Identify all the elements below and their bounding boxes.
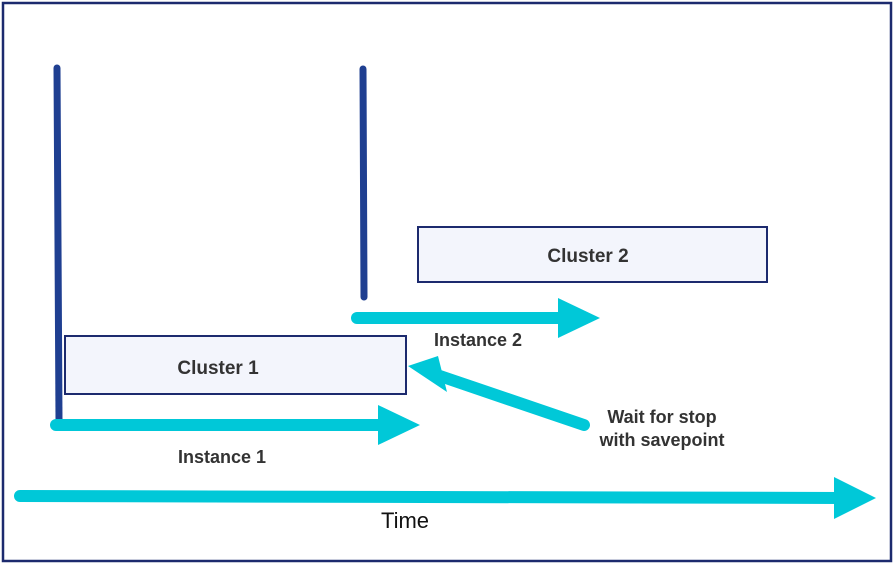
instance-1-arrow xyxy=(50,405,420,445)
cluster-1-box xyxy=(64,335,407,395)
instance-1-start-line xyxy=(53,64,63,424)
time-label: Time xyxy=(381,508,429,533)
annotation-line-1: Wait for stop xyxy=(607,407,716,427)
instance-2-arrow xyxy=(351,298,600,338)
instance-2-start-line xyxy=(359,65,368,301)
time-arrow xyxy=(14,477,876,519)
wait-for-stop-arrow xyxy=(408,356,590,431)
instance-2-label: Instance 2 xyxy=(434,330,522,350)
instance-1-label: Instance 1 xyxy=(178,447,266,467)
cluster-2-label: Cluster 2 xyxy=(547,246,628,267)
cluster-1-label: Cluster 1 xyxy=(177,358,259,379)
annotation-line-2: with savepoint xyxy=(598,430,724,450)
cluster-2-box xyxy=(417,226,768,283)
